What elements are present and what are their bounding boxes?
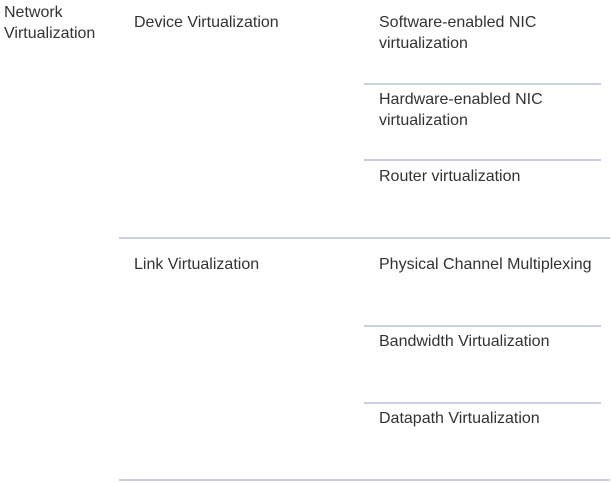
leaf-label-router: Router virtualization <box>379 168 521 185</box>
root-label-network-virtualization: Network Virtualization <box>4 4 96 42</box>
leaf-divider <box>364 402 601 404</box>
group-divider <box>119 237 610 239</box>
leaf-label-software-nic: Software-enabled NIC virtualization <box>379 14 537 52</box>
group-label-device-virtualization: Device Virtualization <box>134 14 279 31</box>
group-label-link-virtualization: Link Virtualization <box>134 256 260 273</box>
leaf-label-physical-channel: Physical Channel Multiplexing <box>379 256 592 273</box>
leaf-divider <box>364 159 601 161</box>
leaf-label-datapath: Datapath Virtualization <box>379 410 540 427</box>
leaf-label-bandwidth: Bandwidth Virtualization <box>379 333 550 350</box>
leaf-divider <box>364 83 601 85</box>
leaf-divider <box>364 325 601 327</box>
leaf-label-hardware-nic: Hardware-enabled NIC virtualization <box>379 91 543 129</box>
group-divider <box>119 479 610 481</box>
